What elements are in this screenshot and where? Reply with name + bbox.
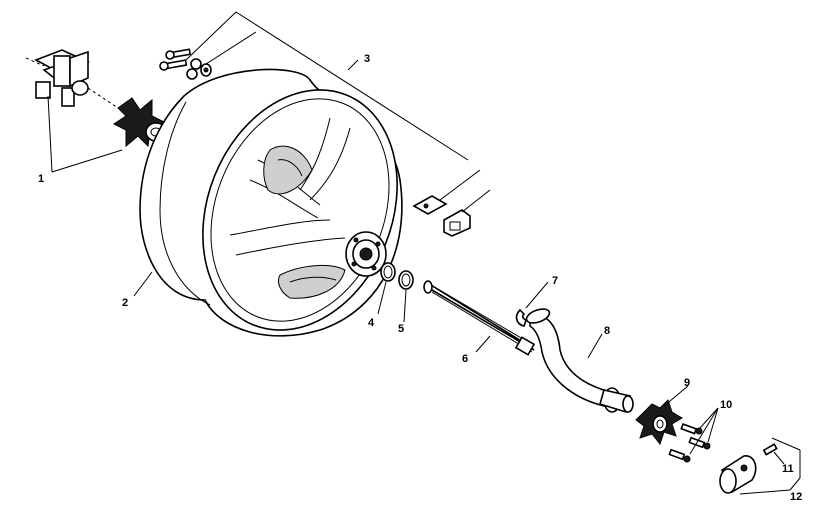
callout-2: 2 xyxy=(122,297,128,309)
part-1-cross-bracket xyxy=(25,49,119,109)
part-7-clip xyxy=(515,308,527,327)
callout-9: 9 xyxy=(684,377,690,389)
callout-6: 6 xyxy=(462,353,468,365)
part-12-collar xyxy=(719,455,757,494)
callout-11: 11 xyxy=(782,463,794,475)
part-11-set-screw xyxy=(762,443,778,456)
part-6-axle xyxy=(423,280,536,356)
leader-lines xyxy=(47,59,801,495)
part-8-tube xyxy=(525,308,634,414)
callout-5: 5 xyxy=(398,323,404,335)
part-4-ring xyxy=(380,262,396,282)
callout-7: 7 xyxy=(552,275,558,287)
callout-4: 4 xyxy=(368,317,375,329)
part-2-drum xyxy=(139,68,403,337)
callout-12: 12 xyxy=(790,491,802,503)
part-5-ring xyxy=(398,270,414,290)
callout-1: 1 xyxy=(38,173,44,185)
part-10-screws xyxy=(668,423,711,463)
part-3-clips xyxy=(412,169,491,237)
callout-10: 10 xyxy=(720,399,732,411)
part-3-bolts xyxy=(159,11,469,161)
callout-3: 3 xyxy=(364,53,370,65)
callout-8: 8 xyxy=(604,325,610,337)
part-9-flange xyxy=(635,399,683,446)
callout-labels: 1 2 3 4 5 6 7 8 9 10 11 12 xyxy=(38,53,802,503)
